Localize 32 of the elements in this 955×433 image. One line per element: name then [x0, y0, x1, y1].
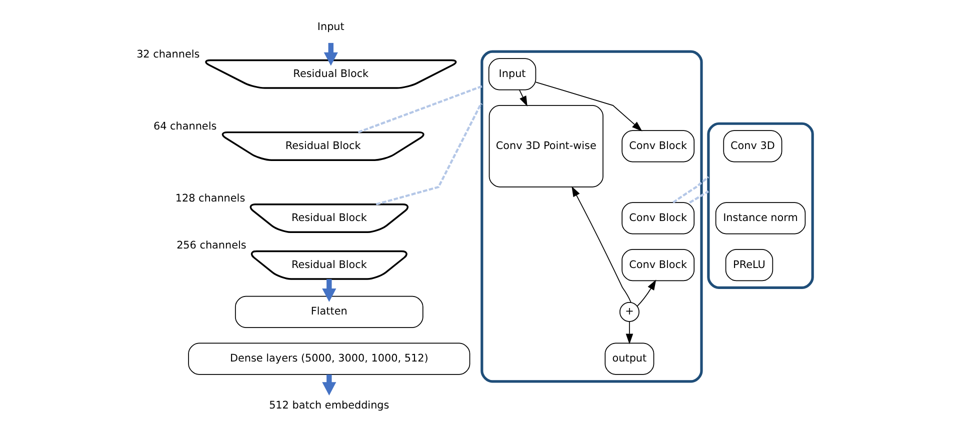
node-box: Conv 3D [722, 130, 782, 162]
node-text: Input [316, 20, 344, 33]
node-box: Conv Block [621, 202, 694, 234]
node-box: Dense layers (5000, 3000, 1000, 512) [188, 342, 470, 375]
node-label: 32 channels [136, 48, 200, 60]
connector [672, 176, 709, 204]
connector [688, 190, 708, 204]
node-box: Conv 3D Point-wise [488, 104, 603, 188]
node-label: 256 channels [176, 239, 246, 252]
node-box: Input [488, 58, 536, 90]
arrow [323, 42, 338, 66]
node-circle: + [618, 302, 639, 322]
node-label: 128 channels [174, 192, 245, 204]
arrow [571, 186, 631, 303]
connector [357, 85, 482, 134]
node-box: Flatten [234, 296, 423, 328]
arrow [518, 90, 527, 106]
arrow [322, 374, 336, 396]
arrow [625, 321, 633, 344]
arrow [636, 280, 656, 307]
cluster [480, 50, 702, 383]
node-box: Conv Block [621, 249, 694, 282]
node-box: Conv Block [621, 130, 694, 162]
node-box: Instance norm [714, 202, 806, 234]
arrow [534, 82, 642, 132]
arrow [322, 279, 336, 302]
cluster [706, 122, 814, 289]
node-box: PReLU [724, 249, 773, 282]
node-text: 512 batch embeddings [268, 399, 389, 412]
node-box: output [604, 342, 654, 375]
connector [375, 102, 482, 206]
node-label: 64 channels [152, 120, 216, 132]
